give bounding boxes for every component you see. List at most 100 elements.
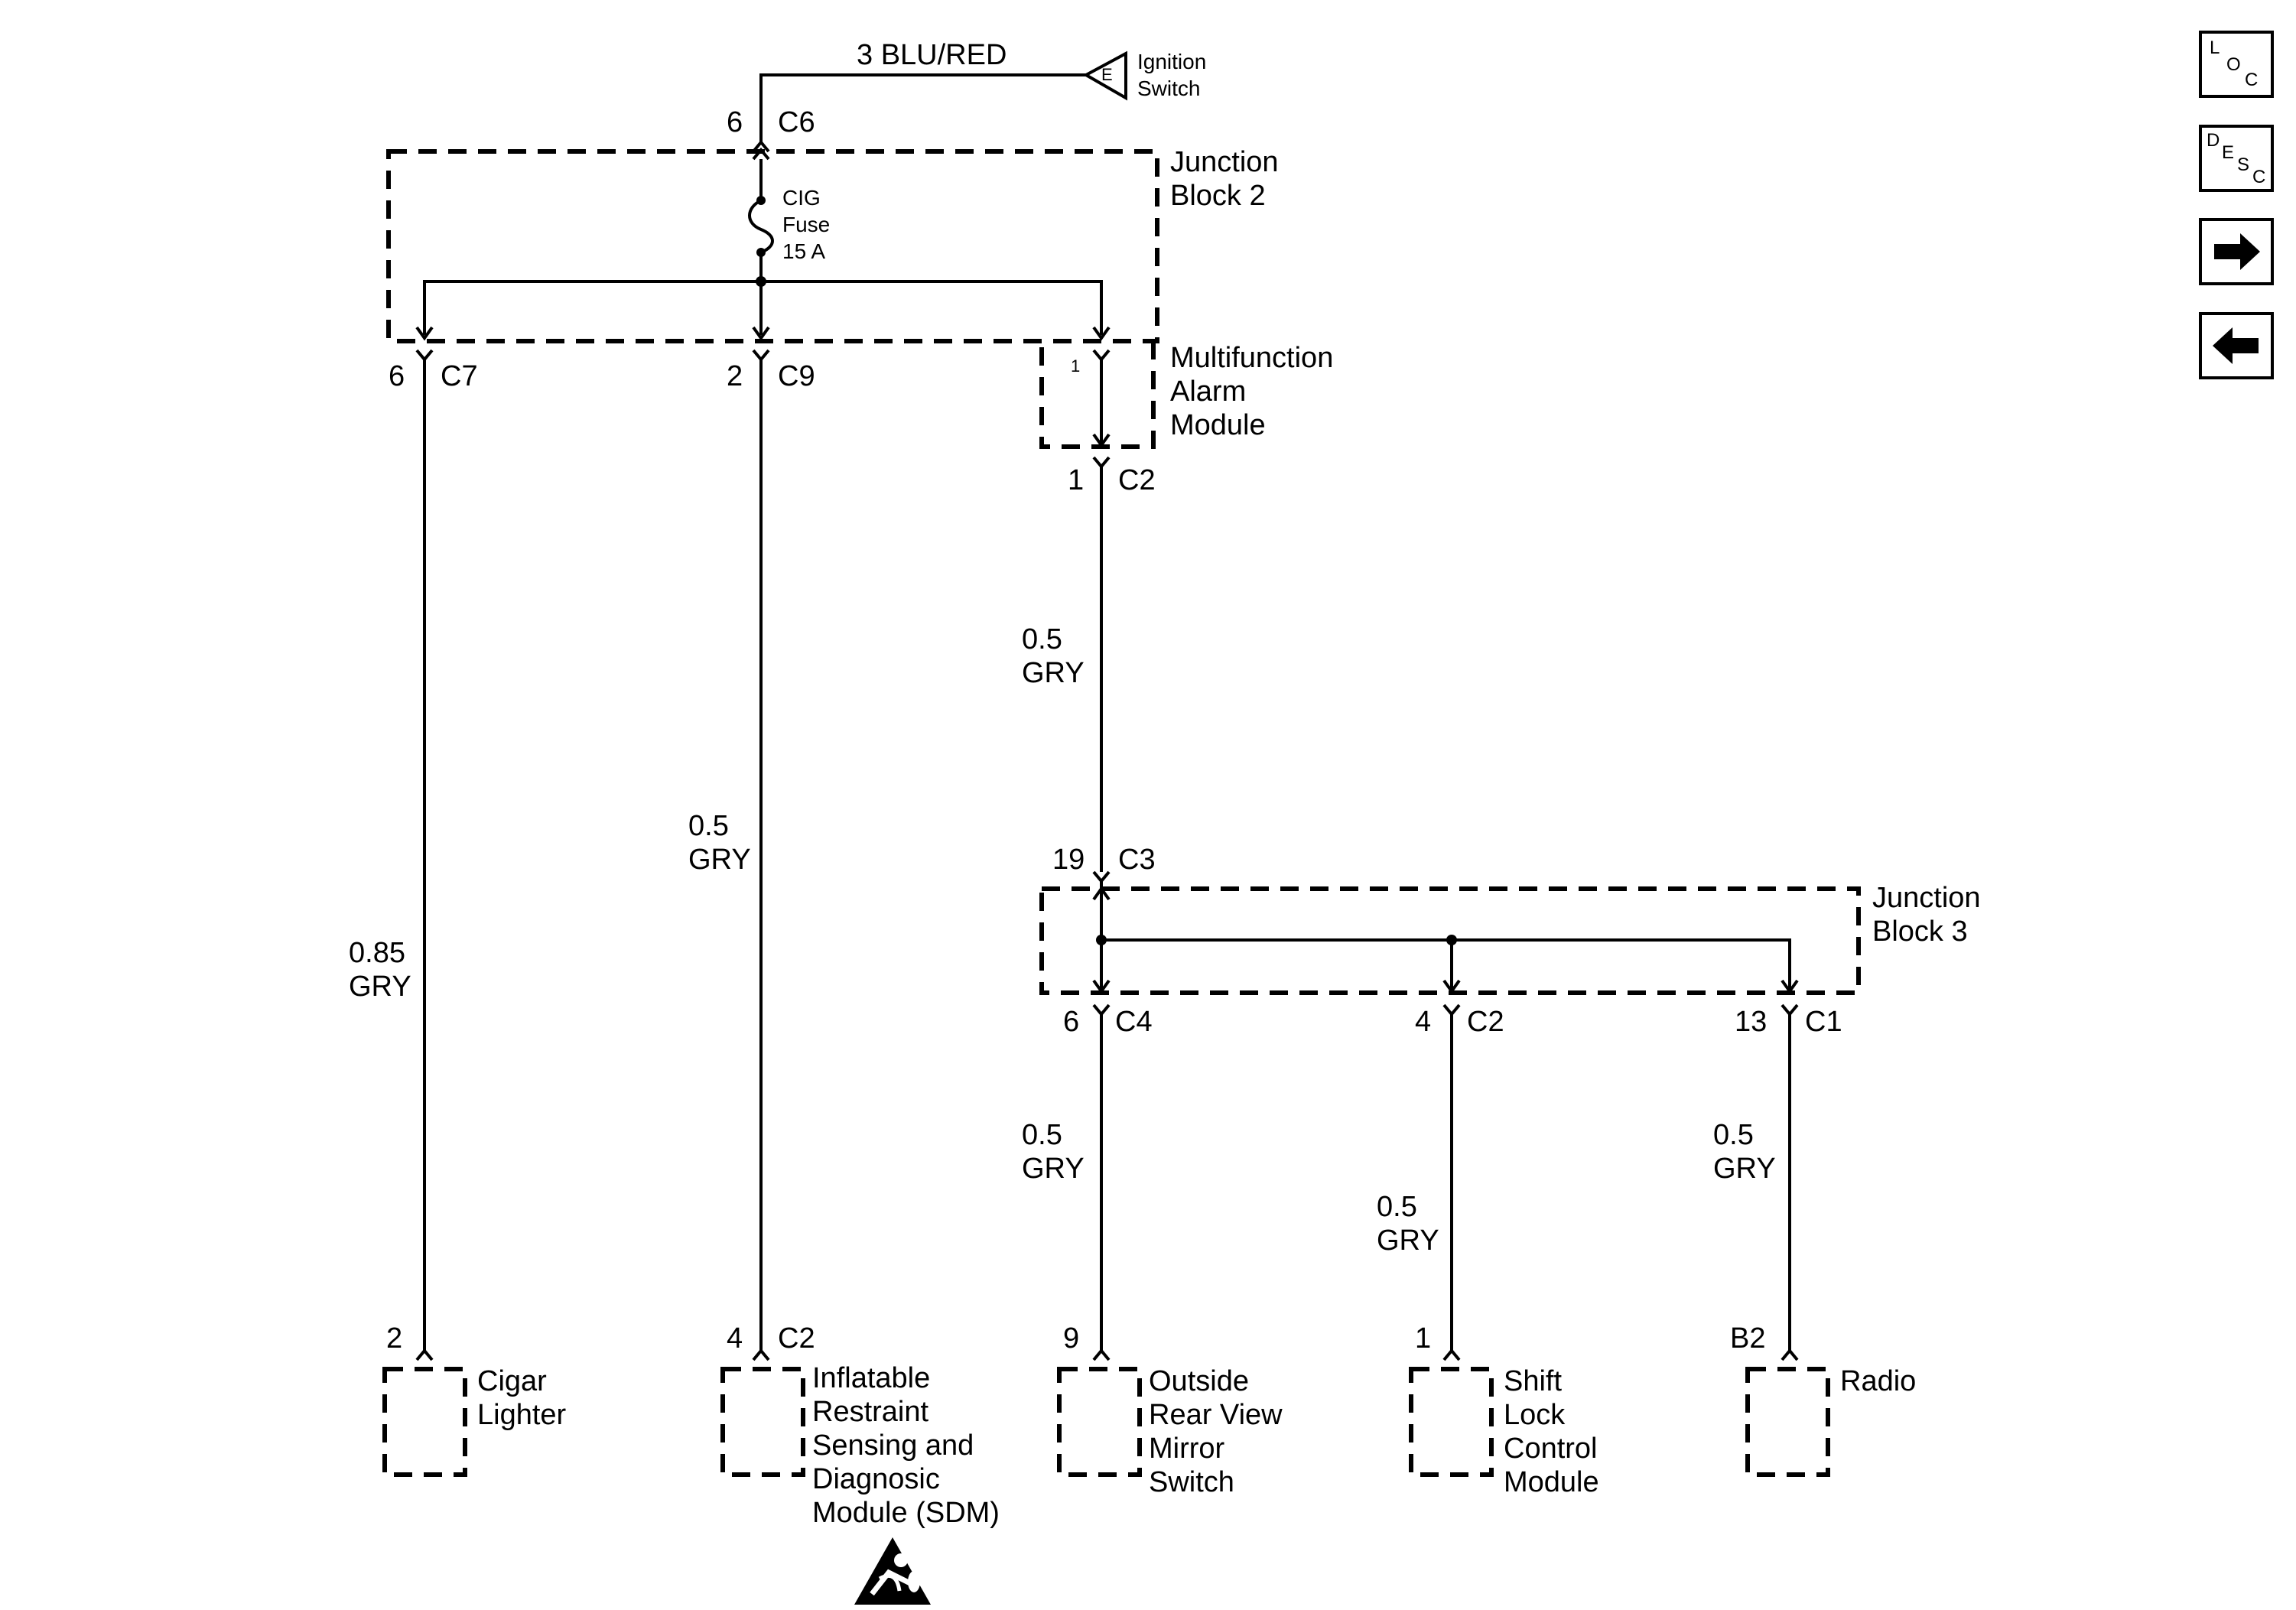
c9-name: C9 (778, 360, 815, 392)
shift-pin: 1 (1415, 1322, 1431, 1355)
mirror-label-4: Switch (1149, 1466, 1234, 1498)
connector-c4: 6 C4 (1063, 1003, 1153, 1038)
junction-block-3: Junction Block 3 (1039, 881, 1981, 995)
airbag-warning-icon (854, 1537, 931, 1605)
mam-label-3: Module (1170, 409, 1266, 441)
wire-shift-lock: 0.5 GRY (1377, 1014, 1453, 1352)
jb2-label-2: Block 2 (1170, 180, 1266, 212)
radio-label-1: Radio (1840, 1365, 1916, 1397)
mirror-pin: 9 (1063, 1322, 1079, 1355)
cigar-wire-color: GRY (349, 971, 411, 1003)
mirror-wire-color: GRY (1022, 1153, 1085, 1185)
shift-label-1: Shift (1504, 1365, 1562, 1397)
connector-c6: 6 C6 (727, 106, 815, 161)
component-shift-lock-module: 1 Shift Lock Control Module (1409, 1322, 1599, 1498)
wire-mam-to-jb3: 0.5 GRY (1022, 467, 1103, 872)
arrow-left-icon (2213, 327, 2259, 364)
shift-wire-gauge: 0.5 (1377, 1191, 1417, 1223)
svg-text:L: L (2210, 37, 2220, 58)
description-button[interactable]: D E S C (2199, 125, 2274, 192)
desc-icon: D E S C (2207, 130, 2265, 187)
c7-pin: 6 (389, 360, 405, 392)
wire-mirror: 0.5 GRY (1022, 1014, 1103, 1352)
svg-text:E: E (2222, 142, 2234, 163)
shift-label-4: Module (1504, 1466, 1599, 1498)
jb2-bus (415, 276, 1111, 341)
component-sdm: 4 C2 Inflatable Restraint Sensing and Di… (720, 1322, 1000, 1529)
svg-text:D: D (2207, 130, 2220, 151)
c6-name: C6 (778, 106, 815, 138)
c6-pin: 6 (727, 106, 743, 138)
connector-c7: 6 C7 (389, 349, 478, 392)
loc-icon: L O C (2210, 37, 2258, 90)
sdm-conn: C2 (778, 1322, 815, 1355)
jb3-label-2: Block 3 (1872, 916, 1968, 948)
c3-name: C3 (1118, 844, 1156, 876)
cig-fuse: CIG Fuse 15 A (748, 159, 830, 281)
svg-text:C: C (2245, 70, 2258, 90)
junction-block-2: Junction Block 2 (386, 146, 1279, 343)
radio-wire-color: GRY (1713, 1153, 1776, 1185)
cigar-pin: 2 (386, 1322, 402, 1355)
ignition-switch-letter: E (1101, 65, 1113, 84)
arrow-right-icon (2214, 233, 2260, 270)
sdm-label-1: Inflatable (812, 1362, 930, 1394)
c1-pin: 13 (1735, 1006, 1767, 1038)
sdm-pin: 4 (727, 1322, 743, 1355)
component-mirror-switch: 9 Outside Rear View Mirror Switch (1057, 1322, 1283, 1498)
cigar-wire-gauge: 0.85 (349, 937, 405, 969)
svg-text:S: S (2237, 154, 2249, 175)
ignition-switch-symbol (1082, 50, 1127, 101)
c4-pin: 6 (1063, 1006, 1079, 1038)
connector-c3: 19 C3 (1052, 844, 1156, 884)
connector-c1: 13 C1 (1735, 1003, 1842, 1038)
sdm-label-4: Diagnosic (812, 1463, 940, 1495)
c9-pin: 2 (727, 360, 743, 392)
jb3-label-1: Junction (1872, 882, 1981, 914)
mirror-wire-gauge: 0.5 (1022, 1119, 1062, 1151)
location-button[interactable]: L O C (2199, 31, 2274, 98)
mam-jb3-wire-color: GRY (1022, 657, 1085, 689)
mirror-label-1: Outside (1149, 1365, 1249, 1397)
mam-pin: 1 (1071, 356, 1080, 376)
fuse-label-2: Fuse (782, 213, 830, 236)
c7-name: C7 (441, 360, 478, 392)
mirror-label-3: Mirror (1149, 1433, 1225, 1465)
mam-out-name: C2 (1118, 464, 1156, 496)
sdm-label-5: Module (SDM) (812, 1497, 1000, 1529)
wire-radio: 0.5 GRY (1713, 1014, 1791, 1352)
multifunction-alarm-module: 1 Multifunction Alarm Module 1 C2 (1039, 341, 1333, 496)
mam-out-pin: 1 (1068, 464, 1084, 496)
mirror-label-2: Rear View (1149, 1399, 1283, 1431)
shift-label-3: Control (1504, 1433, 1598, 1465)
ignition-switch-label-1: Ignition (1137, 50, 1206, 73)
svg-text:C: C (2252, 167, 2265, 187)
sdm-wire-gauge: 0.5 (688, 810, 729, 842)
sdm-label-3: Sensing and (812, 1429, 974, 1462)
jb3-c2-name: C2 (1467, 1006, 1504, 1038)
wire-cigar-lighter: 0.85 GRY (349, 359, 426, 1352)
connector-jb3-c2: 4 C2 (1415, 1003, 1504, 1038)
mam-label-1: Multifunction (1170, 342, 1333, 374)
shift-label-2: Lock (1504, 1399, 1566, 1431)
sdm-wire-color: GRY (688, 844, 751, 876)
radio-pin: B2 (1730, 1322, 1765, 1355)
connector-c9: 2 C9 (727, 349, 815, 392)
svg-text:O: O (2226, 54, 2241, 75)
component-radio: B2 Radio (1730, 1322, 1916, 1477)
ignition-feed: 3 BLU/RED E Ignition Switch (759, 39, 1206, 144)
c1-name: C1 (1805, 1006, 1842, 1038)
jb3-c2-pin: 4 (1415, 1006, 1431, 1038)
cigar-label-1: Cigar (477, 1365, 547, 1397)
next-button[interactable] (2199, 218, 2274, 285)
wire-sdm: 0.5 GRY (688, 359, 763, 1352)
component-cigar-lighter: 2 Cigar Lighter (382, 1322, 567, 1477)
ignition-switch-label-2: Switch (1137, 76, 1200, 100)
fuse-label-1: CIG (782, 186, 821, 210)
c4-name: C4 (1115, 1006, 1153, 1038)
jb2-label-1: Junction (1170, 146, 1279, 178)
shift-wire-color: GRY (1377, 1225, 1439, 1257)
previous-button[interactable] (2199, 312, 2274, 379)
cigar-label-2: Lighter (477, 1399, 567, 1431)
